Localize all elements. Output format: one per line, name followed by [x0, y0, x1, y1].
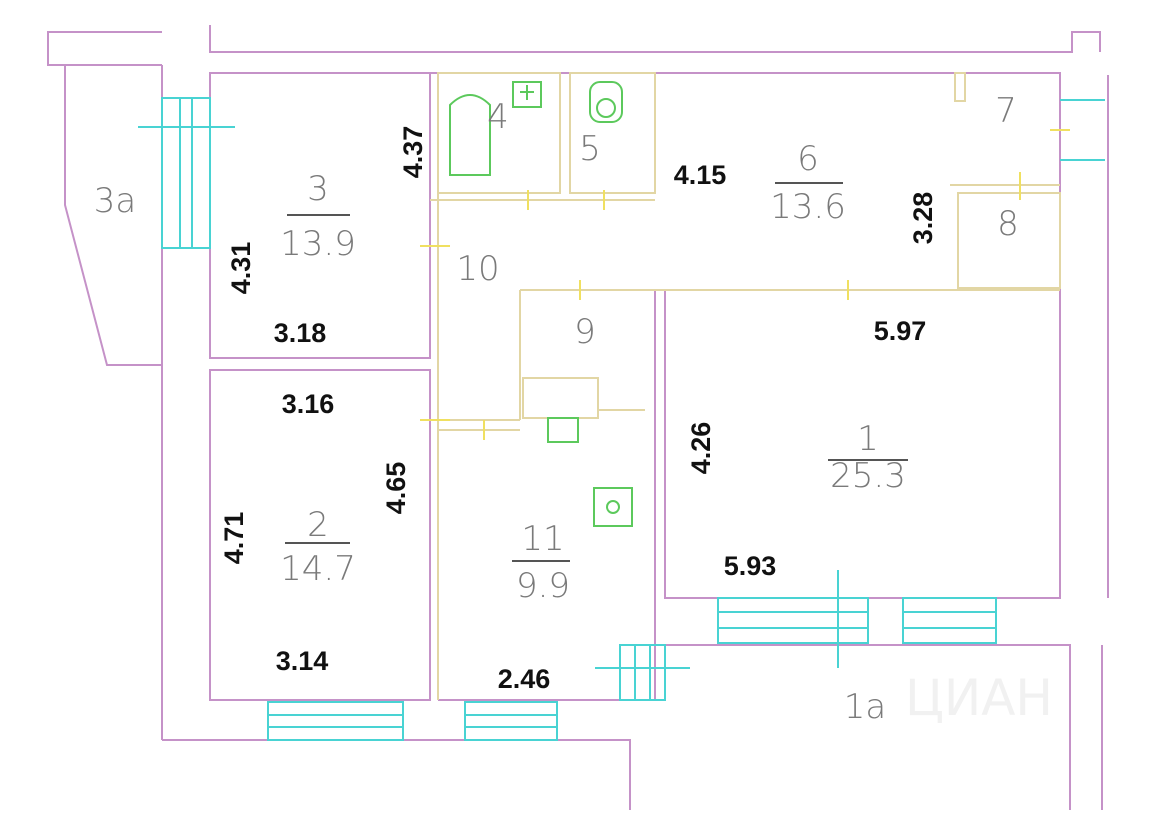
dim-r2-left: 4.71 — [219, 512, 249, 565]
stove-icon — [593, 487, 633, 527]
inner-walls — [430, 72, 1061, 700]
fixtures — [449, 81, 633, 527]
room-labels: 3a 3 13.9 4 5 6 13.6 7 8 10 9 1 25.3 2 1… — [94, 91, 1019, 727]
windows — [138, 97, 1105, 741]
dim-r6-width: 4.15 — [674, 160, 727, 190]
toilet-icon — [589, 81, 623, 123]
bathtub-icon — [449, 94, 491, 176]
sink-icon — [512, 81, 542, 108]
kitchen-sink-icon — [547, 417, 579, 443]
door-marks — [420, 129, 1070, 440]
room-2-number: 2 — [307, 505, 329, 545]
dim-r3-height: 4.31 — [226, 242, 256, 295]
dim-r1-left: 4.26 — [686, 422, 716, 475]
room-6-number: 6 — [797, 139, 819, 179]
room-6-area: 13.6 — [770, 187, 846, 227]
room-4-number: 4 — [487, 97, 509, 137]
room-5-number: 5 — [579, 129, 601, 169]
dim-r6-height: 3.28 — [908, 192, 938, 245]
room-9-number: 9 — [574, 312, 596, 352]
room-7-number: 7 — [995, 91, 1017, 131]
room-1-number: 1 — [857, 419, 879, 459]
room-10-number: 10 — [456, 249, 499, 289]
dim-r2-right: 4.65 — [381, 462, 411, 515]
watermark: ЦИАН — [905, 669, 1053, 727]
room-2-area: 14.7 — [280, 549, 356, 589]
dim-r3-right: 4.37 — [398, 126, 428, 179]
dim-r1-bottom: 5.93 — [724, 551, 777, 581]
room-1a-number: 1a — [844, 687, 886, 727]
room-3-area: 13.9 — [280, 224, 356, 264]
dim-r1-top: 5.97 — [874, 316, 927, 346]
room-3a-number: 3a — [94, 181, 136, 221]
room-11-area: 9.9 — [516, 566, 570, 606]
room-11-number: 11 — [521, 519, 564, 559]
room-3-number: 3 — [307, 169, 329, 209]
dim-r11-bottom: 2.46 — [498, 664, 551, 694]
dim-r2-top: 3.16 — [282, 389, 335, 419]
dim-r3-width: 3.18 — [274, 318, 327, 348]
dim-r2-bottom: 3.14 — [276, 646, 329, 676]
room-8-number: 8 — [997, 204, 1019, 244]
room-1-area: 25.3 — [830, 456, 906, 496]
dimension-labels: 4.31 3.18 4.37 4.15 3.28 5.97 4.26 5.93 … — [219, 126, 938, 694]
